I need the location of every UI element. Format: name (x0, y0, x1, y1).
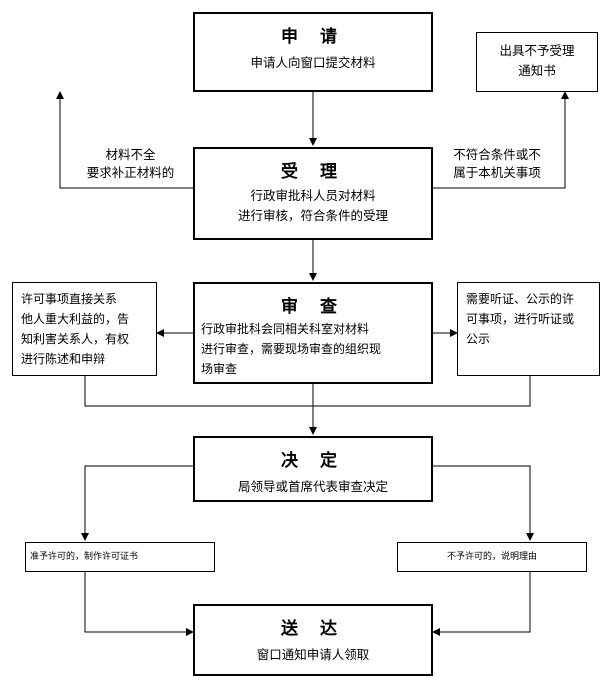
interest-notice-line: 进行陈述和申辩 (21, 352, 106, 366)
review-box: 审 查 行政审批科会同相关科室对材料 进行审查，需要现场审查的组织现 场审查 (193, 282, 433, 384)
interest-notice-box: 许可事项直接关系 他人重大利益的，告 知利害关系人，有权 进行陈述和申辩 (12, 282, 157, 376)
incomplete-label-line: 要求补正材料的 (86, 165, 175, 180)
hearing-notice-line: 可事项，进行听证或 (466, 312, 575, 326)
accept-text-line: 进行审核，符合条件的受理 (237, 208, 388, 223)
arrow-approve-to-deliver (84, 572, 194, 636)
decide-box: 决 定 局领导或首席代表审查决定 (193, 436, 433, 502)
not-qualified-label: 不符合条件或不 属于本机关事项 (437, 146, 557, 182)
hearing-notice-box: 需要听证、公示的许 可事项，进行听证或 公示 (457, 282, 600, 376)
interest-notice-line: 他人重大利益的，告 (21, 312, 130, 326)
incomplete-label: 材料不全 要求补正材料的 (68, 146, 193, 182)
deny-box: 不予许可的，说明理由 (397, 542, 587, 572)
arrow-not-qualified (433, 91, 569, 189)
arrow-incomplete (56, 91, 193, 189)
hearing-notice-line: 公示 (466, 332, 491, 346)
review-title: 审 查 (281, 297, 345, 317)
incomplete-label-line: 材料不全 (105, 147, 156, 162)
deliver-text: 窗口通知申请人领取 (256, 647, 370, 662)
not-qualified-label-line: 属于本机关事项 (453, 165, 541, 180)
arrow-deny-to-deliver (432, 572, 531, 636)
hearing-notice-line: 需要听证、公示的许 (466, 292, 575, 306)
not-qualified-label-line: 不符合条件或不 (453, 147, 541, 162)
reject-notice-line: 出具不予受理 (499, 43, 575, 58)
review-text-line: 进行审查，需要现场审查的组织现 (201, 342, 382, 356)
approve-box: 准予许可的，制作许可证书 (25, 542, 215, 572)
interest-notice-line: 许可事项直接关系 (21, 292, 118, 306)
review-text-line: 行政审批科会同相关科室对材料 (201, 322, 370, 336)
review-text-line: 场审查 (201, 362, 238, 376)
deliver-box: 送 达 窗口通知申请人领取 (193, 604, 433, 676)
apply-title: 申 请 (281, 27, 345, 47)
apply-box: 申 请 申请人向窗口提交材料 (193, 12, 433, 92)
accept-box: 受 理 行政审批科人员对材料 进行审核，符合条件的受理 (193, 147, 433, 240)
arrow-decide-to-approve (81, 465, 193, 541)
reject-notice-line: 通知书 (518, 63, 556, 78)
decide-title: 决 定 (281, 451, 345, 471)
decide-text: 局领导或首席代表审查决定 (237, 479, 388, 494)
deny-label: 不予许可的，说明理由 (446, 552, 537, 562)
deliver-title: 送 达 (281, 619, 345, 639)
reject-notice-box: 出具不予受理 通知书 (476, 32, 598, 92)
interest-notice-line: 知利害关系人，有权 (21, 332, 130, 346)
accept-text-line: 行政审批科人员对材料 (250, 188, 376, 203)
merge-line (84, 376, 531, 407)
approve-label: 准予许可的，制作许可证书 (30, 552, 139, 562)
arrow-decide-to-deny (433, 465, 534, 541)
accept-title: 受 理 (281, 162, 345, 182)
apply-text: 申请人向窗口提交材料 (250, 55, 376, 70)
